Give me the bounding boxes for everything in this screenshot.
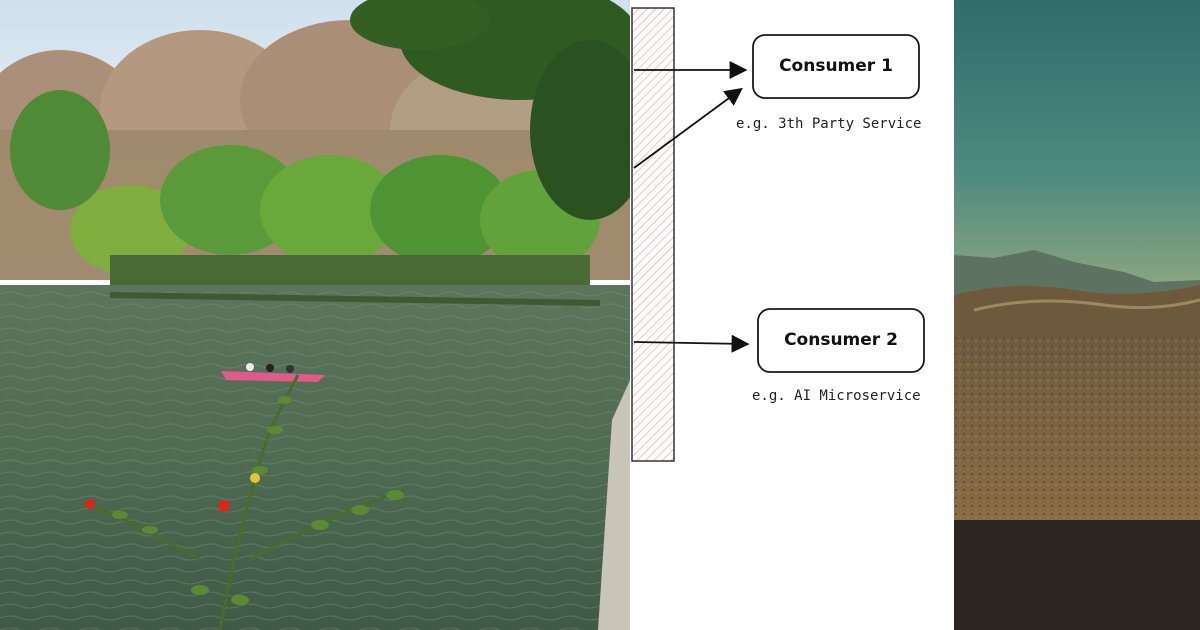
consumer-1-caption: e.g. 3th Party Service xyxy=(736,116,921,132)
red-flower xyxy=(85,499,95,509)
consumer-2-box xyxy=(757,308,925,373)
dark-road xyxy=(954,520,1200,630)
yellow-flower xyxy=(250,473,260,483)
diagram-canvas: Consumer 1 e.g. 3th Party Service Consum… xyxy=(631,7,925,462)
arrow-diagonal-to-consumer-1 xyxy=(633,87,743,169)
desert-sky xyxy=(954,0,1200,290)
source-bar xyxy=(631,7,675,462)
red-flower xyxy=(218,500,230,512)
architecture-diagram: Consumer 1 e.g. 3th Party Service Consum… xyxy=(630,0,954,630)
tree-trunk xyxy=(598,380,630,630)
dunes xyxy=(954,285,1200,340)
branch-leaves xyxy=(112,396,404,605)
desert-scene xyxy=(954,0,1200,630)
consumer-2-caption: e.g. AI Microservice xyxy=(752,388,921,404)
overhanging-leaves xyxy=(350,0,630,220)
lake-photo xyxy=(0,0,630,630)
consumer-1-box xyxy=(752,34,920,99)
arrow-to-consumer-2 xyxy=(633,334,750,353)
consumer-1-label: Consumer 1 xyxy=(779,56,893,76)
lake-scene xyxy=(0,0,630,630)
consumer-2-label: Consumer 2 xyxy=(784,330,898,350)
kayak xyxy=(221,363,325,382)
desert-photo xyxy=(954,0,1200,630)
